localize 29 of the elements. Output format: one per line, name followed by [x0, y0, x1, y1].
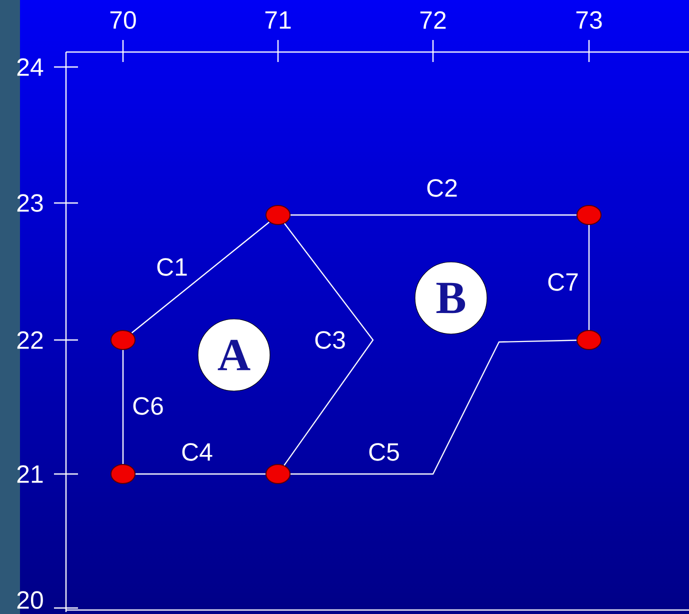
- axis-label: 71: [265, 11, 291, 29]
- axis-label: 73: [576, 11, 602, 29]
- edge-label: C3: [315, 331, 345, 349]
- edge-label: C2: [427, 179, 457, 197]
- axis-label: 72: [420, 11, 446, 29]
- edge-line: [588, 225, 590, 330]
- vertex-dot: [110, 330, 136, 350]
- edge-line: [122, 350, 124, 464]
- edge-line: [131, 222, 270, 334]
- vertex-dot: [576, 205, 602, 225]
- edge-label: C6: [133, 397, 163, 415]
- edge-label: C4: [182, 443, 212, 461]
- edge-label: C5: [369, 443, 399, 461]
- vertex-dot: [266, 205, 290, 225]
- axis-label: 23: [17, 194, 43, 212]
- vertex-dot: [576, 330, 602, 350]
- axis-label: 70: [110, 11, 136, 29]
- vertex-dot: [266, 464, 290, 484]
- axis-label: 22: [17, 331, 43, 349]
- edge-line: [290, 340, 577, 475]
- vertex-dot: [110, 464, 136, 484]
- edge-line: [290, 214, 576, 216]
- edge-label: C7: [548, 273, 578, 291]
- edge-label: C1: [157, 258, 187, 276]
- axis-label: 21: [17, 465, 43, 483]
- edge-line: [284, 223, 374, 466]
- edge-line: [136, 473, 266, 475]
- axis-label: 24: [17, 58, 44, 76]
- axis-label: 20: [17, 591, 43, 609]
